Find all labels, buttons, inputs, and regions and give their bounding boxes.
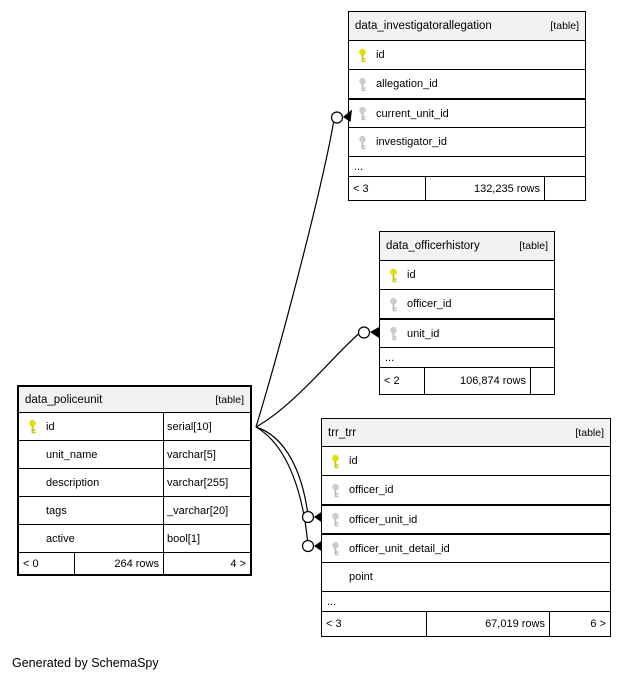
fk-line-policeunit-officerhistory xyxy=(255,333,359,428)
table-name[interactable]: data_officerhistory xyxy=(386,240,480,252)
table-kind-label: [table] xyxy=(575,426,604,439)
column-name: id xyxy=(46,420,55,433)
column-row-officer_id: officer_id xyxy=(322,475,610,504)
table-header[interactable]: trr_trr [table] xyxy=(322,419,610,446)
column-row-id: id xyxy=(322,446,610,475)
foreign-key-icon xyxy=(349,106,376,121)
truncated-columns-row: ... xyxy=(380,347,554,367)
column-name: current_unit_id xyxy=(376,107,449,120)
column-row-tags: tags _varchar[20] xyxy=(19,496,250,524)
column-type: bool[1] xyxy=(163,525,250,552)
foreign-key-icon xyxy=(349,135,376,150)
footer-row-count: 264 rows xyxy=(74,553,164,574)
column-row-id: id xyxy=(349,40,585,69)
column-row-description: description varchar[255] xyxy=(19,468,250,496)
column-row-id: id xyxy=(380,260,554,289)
column-name: active xyxy=(46,532,75,545)
table-footer: < 2 106,874 rows xyxy=(380,367,554,394)
generated-by-label: Generated by SchemaSpy xyxy=(12,656,159,670)
table-kind-label: [table] xyxy=(550,20,579,32)
fk-arrowhead xyxy=(370,327,379,338)
column-name: allegation_id xyxy=(376,78,438,90)
footer-children-count: < 2 xyxy=(384,375,400,387)
column-row-allegation_id: allegation_id xyxy=(349,69,585,98)
column-type: serial[10] xyxy=(163,413,250,440)
footer-parents-count xyxy=(531,368,554,394)
footer-children-count: < 0 xyxy=(23,557,39,570)
table-header[interactable]: data_policeunit [table] xyxy=(19,387,250,412)
foreign-key-icon xyxy=(349,77,376,92)
footer-parents-count xyxy=(545,177,585,200)
column-name: officer_unit_detail_id xyxy=(349,542,450,555)
table-header[interactable]: data_investigatorallegation [table] xyxy=(349,12,585,40)
column-name: officer_unit_id xyxy=(349,513,418,526)
column-type: varchar[255] xyxy=(163,469,250,496)
fk-line-policeunit-trr-officer-unit-detail xyxy=(255,426,309,541)
footer-parents-count: 6 > xyxy=(590,618,606,630)
truncated-columns-row: ... xyxy=(322,591,610,611)
column-name: unit_name xyxy=(46,448,98,461)
column-row-officer_unit_detail_id: officer_unit_detail_id xyxy=(322,533,610,562)
column-name: id xyxy=(376,49,385,61)
table-footer: < 0 264 rows 4 > xyxy=(19,552,250,574)
table-data_policeunit: data_policeunit [table] id serial[10] un… xyxy=(17,385,252,576)
column-name: officer_id xyxy=(407,298,452,310)
column-name: investigator_id xyxy=(376,136,447,148)
column-name: description xyxy=(46,476,100,489)
nullable-fk-circle xyxy=(301,539,315,553)
fk-line-policeunit-trr-officer-unit xyxy=(255,426,309,512)
foreign-key-icon xyxy=(322,483,349,498)
column-row-active: active bool[1] xyxy=(19,524,250,552)
column-row-point: point xyxy=(322,562,610,591)
footer-row-count: 67,019 rows xyxy=(426,612,550,636)
table-footer: < 3 132,235 rows xyxy=(349,176,585,200)
foreign-key-icon xyxy=(380,297,407,312)
truncated-columns-row: ... xyxy=(349,156,585,176)
table-kind-label: [table] xyxy=(215,393,244,406)
table-name[interactable]: data_policeunit xyxy=(25,393,103,406)
fk-line-policeunit-investigatorallegation xyxy=(255,122,335,428)
footer-children-count: < 3 xyxy=(326,618,342,630)
primary-key-icon xyxy=(322,454,349,469)
column-row-officer_unit_id: officer_unit_id xyxy=(322,504,610,533)
table-name[interactable]: data_investigatorallegation xyxy=(355,20,492,32)
table-data_officerhistory: data_officerhistory [table] id officer_i… xyxy=(379,231,555,395)
column-type: _varchar[20] xyxy=(163,497,250,524)
table-header[interactable]: data_officerhistory [table] xyxy=(380,232,554,260)
column-row-current_unit_id: current_unit_id xyxy=(349,98,585,127)
column-row-officer_id: officer_id xyxy=(380,289,554,318)
primary-key-icon xyxy=(19,419,46,434)
table-kind-label: [table] xyxy=(519,240,548,252)
column-name: point xyxy=(349,571,373,583)
table-footer: < 3 67,019 rows 6 > xyxy=(322,611,610,636)
footer-row-count: 132,235 rows xyxy=(425,177,545,200)
column-name: unit_id xyxy=(407,327,440,340)
column-row-unit_id: unit_id xyxy=(380,318,554,347)
table-name[interactable]: trr_trr xyxy=(328,426,357,439)
nullable-fk-circle xyxy=(330,111,344,124)
column-name: officer_id xyxy=(349,484,394,496)
column-name: id xyxy=(407,269,416,281)
primary-key-icon xyxy=(380,268,407,283)
column-name: tags xyxy=(46,504,67,517)
column-row-unit_name: unit_name varchar[5] xyxy=(19,440,250,468)
column-row-id: id serial[10] xyxy=(19,412,250,440)
nullable-fk-circle xyxy=(357,326,371,339)
footer-children-count: < 3 xyxy=(353,182,369,195)
table-data_investigatorallegation: data_investigatorallegation [table] id a… xyxy=(348,11,586,201)
table-trr_trr: trr_trr [table] id officer_id officer_un… xyxy=(321,418,611,637)
column-name: id xyxy=(349,455,358,467)
footer-row-count: 106,874 rows xyxy=(424,368,531,394)
footer-parents-count: 4 > xyxy=(230,557,246,570)
foreign-key-icon xyxy=(322,512,349,527)
foreign-key-icon xyxy=(322,541,349,556)
column-row-investigator_id: investigator_id xyxy=(349,127,585,156)
primary-key-icon xyxy=(349,48,376,63)
foreign-key-icon xyxy=(380,326,407,341)
nullable-fk-circle xyxy=(301,510,315,524)
column-type: varchar[5] xyxy=(163,441,250,468)
